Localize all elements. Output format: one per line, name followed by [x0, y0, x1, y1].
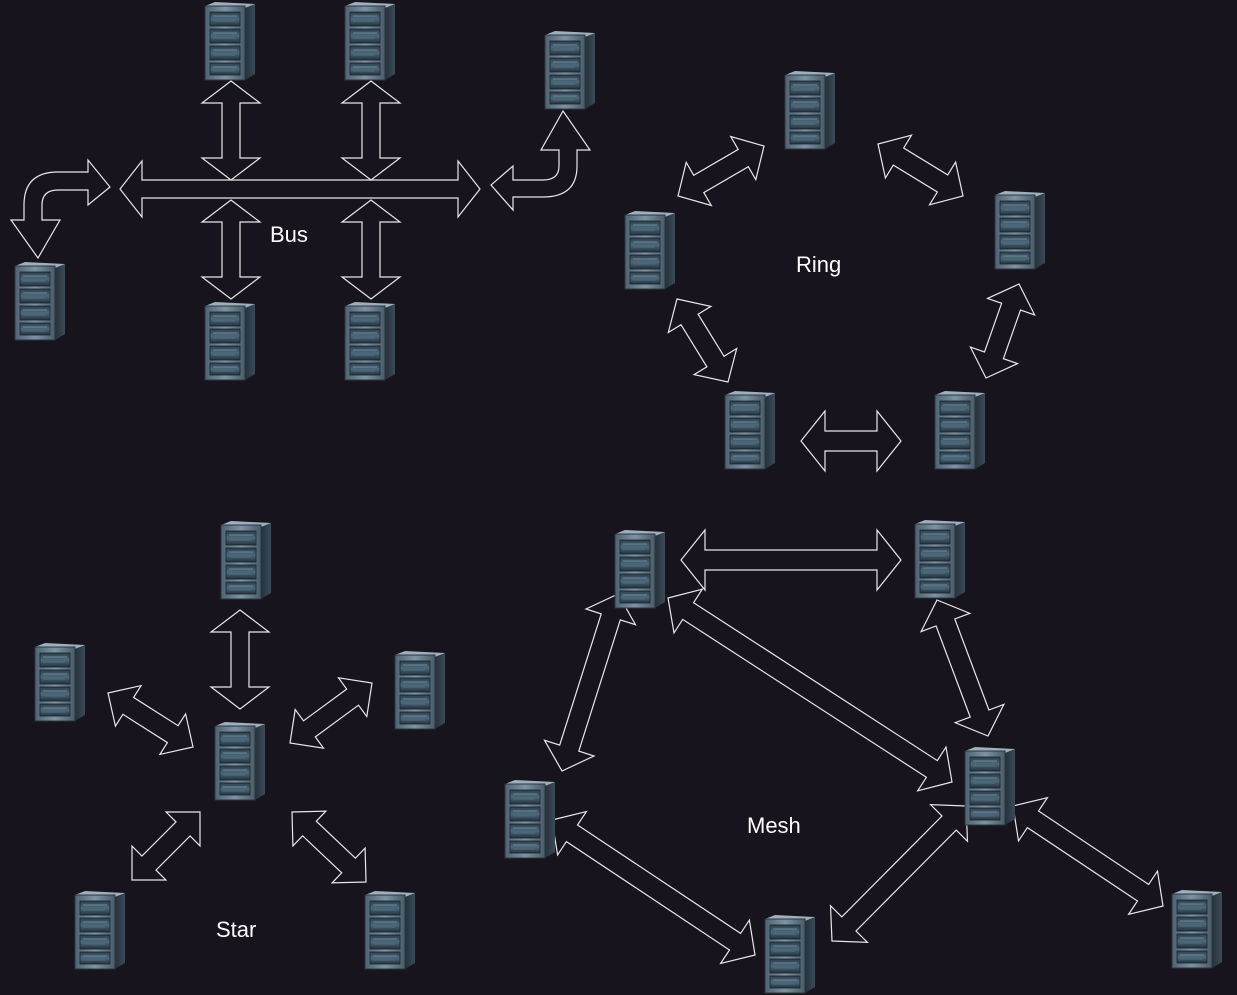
connection-arrows: [107, 80, 1164, 965]
bus-label: Bus: [270, 222, 308, 247]
ring-arrow-left: [667, 298, 738, 383]
mesh-server-bottom: [764, 914, 816, 994]
star-arrow-bottom-right: [291, 810, 367, 884]
mesh-server-left: [504, 779, 556, 859]
ring-server-top: [784, 70, 836, 150]
star-label: Star: [216, 917, 256, 942]
bus-server-left: [14, 261, 66, 341]
bus-server-bottom-2: [344, 301, 396, 381]
star-arrow-bottom-left: [131, 811, 201, 881]
bus-main-line: [119, 159, 481, 219]
bus-branch-top-1: [200, 80, 262, 181]
mesh-arrow-top: [680, 528, 902, 592]
mesh-arrow-bottom-left: [551, 810, 756, 965]
ring-label: Ring: [796, 252, 841, 277]
bus-branch-bottom-1: [200, 199, 262, 300]
mesh-arrow-right: [919, 599, 1006, 737]
ring-arrow-top-left: [677, 135, 765, 207]
star-arrow-top: [209, 609, 271, 710]
servers-layer: [14, 1, 1223, 994]
mesh-server-right: [964, 746, 1016, 826]
star-server-right: [394, 650, 446, 730]
star-server-bottom-right: [364, 890, 416, 970]
bus-server-right: [544, 30, 596, 110]
ring-arrow-bottom: [800, 409, 902, 473]
mesh-arrow-diagonal: [667, 588, 953, 792]
bus-branch-bottom-2: [340, 199, 402, 300]
star-server-left: [34, 642, 86, 722]
bus-curved-arrow-left: [9, 158, 111, 260]
bus-server-top-2: [344, 1, 396, 81]
mesh-server-far-right: [1171, 889, 1223, 969]
mesh-server-top-right: [914, 519, 966, 599]
ring-arrow-right: [969, 283, 1036, 379]
bus-branch-top-2: [340, 80, 402, 181]
bus-server-top-1: [204, 1, 256, 81]
mesh-arrow-left: [543, 593, 637, 772]
star-server-center: [214, 721, 266, 801]
ring-arrow-top-right: [877, 134, 964, 206]
ring-server-right: [994, 190, 1046, 270]
star-arrow-right: [289, 676, 373, 750]
mesh-arrow-bottom-right: [829, 804, 969, 943]
mesh-server-top-left: [614, 529, 666, 609]
star-arrow-left: [107, 684, 194, 756]
star-server-top: [220, 520, 272, 600]
bus-server-bottom-1: [204, 301, 256, 381]
ring-server-bottom-left: [724, 390, 776, 470]
ring-server-left: [624, 210, 676, 290]
mesh-label: Mesh: [747, 813, 801, 838]
mesh-arrow-far-right: [1012, 796, 1164, 916]
ring-server-bottom-right: [934, 390, 986, 470]
star-server-bottom-left: [74, 890, 126, 970]
bus-curved-arrow-right: [490, 109, 592, 212]
bus-curved-arrows: [9, 109, 592, 260]
